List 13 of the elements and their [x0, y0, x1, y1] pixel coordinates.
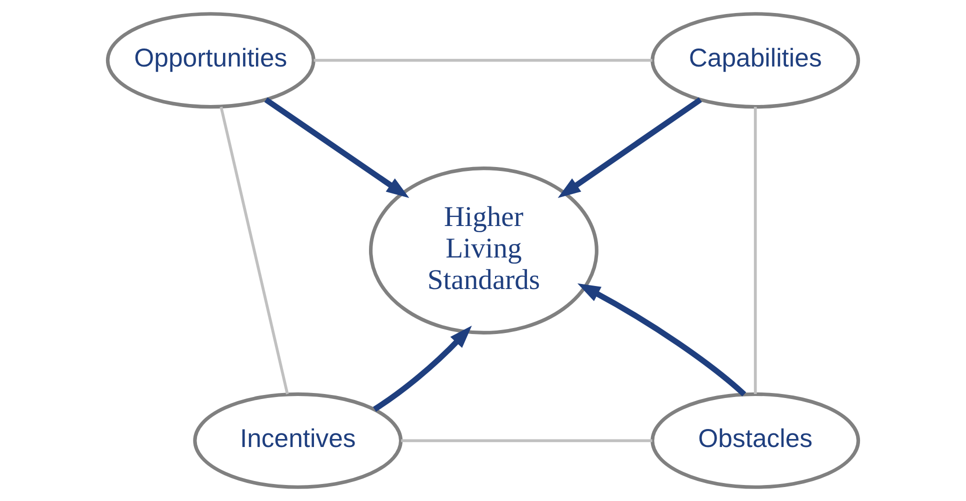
node-ellipse: Capabilities: [650, 12, 860, 109]
node-ellipse: Opportunities: [106, 12, 316, 109]
node-ellipse: Obstacles: [650, 392, 860, 489]
arrow: [372, 326, 472, 412]
connector: [401, 439, 652, 442]
node-ellipse: Higher Living Standards: [368, 166, 598, 334]
arrow: [577, 283, 746, 396]
connector: [220, 106, 289, 394]
connector: [754, 106, 757, 394]
arrow: [558, 97, 702, 198]
node-ellipse: Incentives: [193, 392, 403, 489]
arrow: [264, 97, 410, 198]
connector: [314, 58, 652, 62]
